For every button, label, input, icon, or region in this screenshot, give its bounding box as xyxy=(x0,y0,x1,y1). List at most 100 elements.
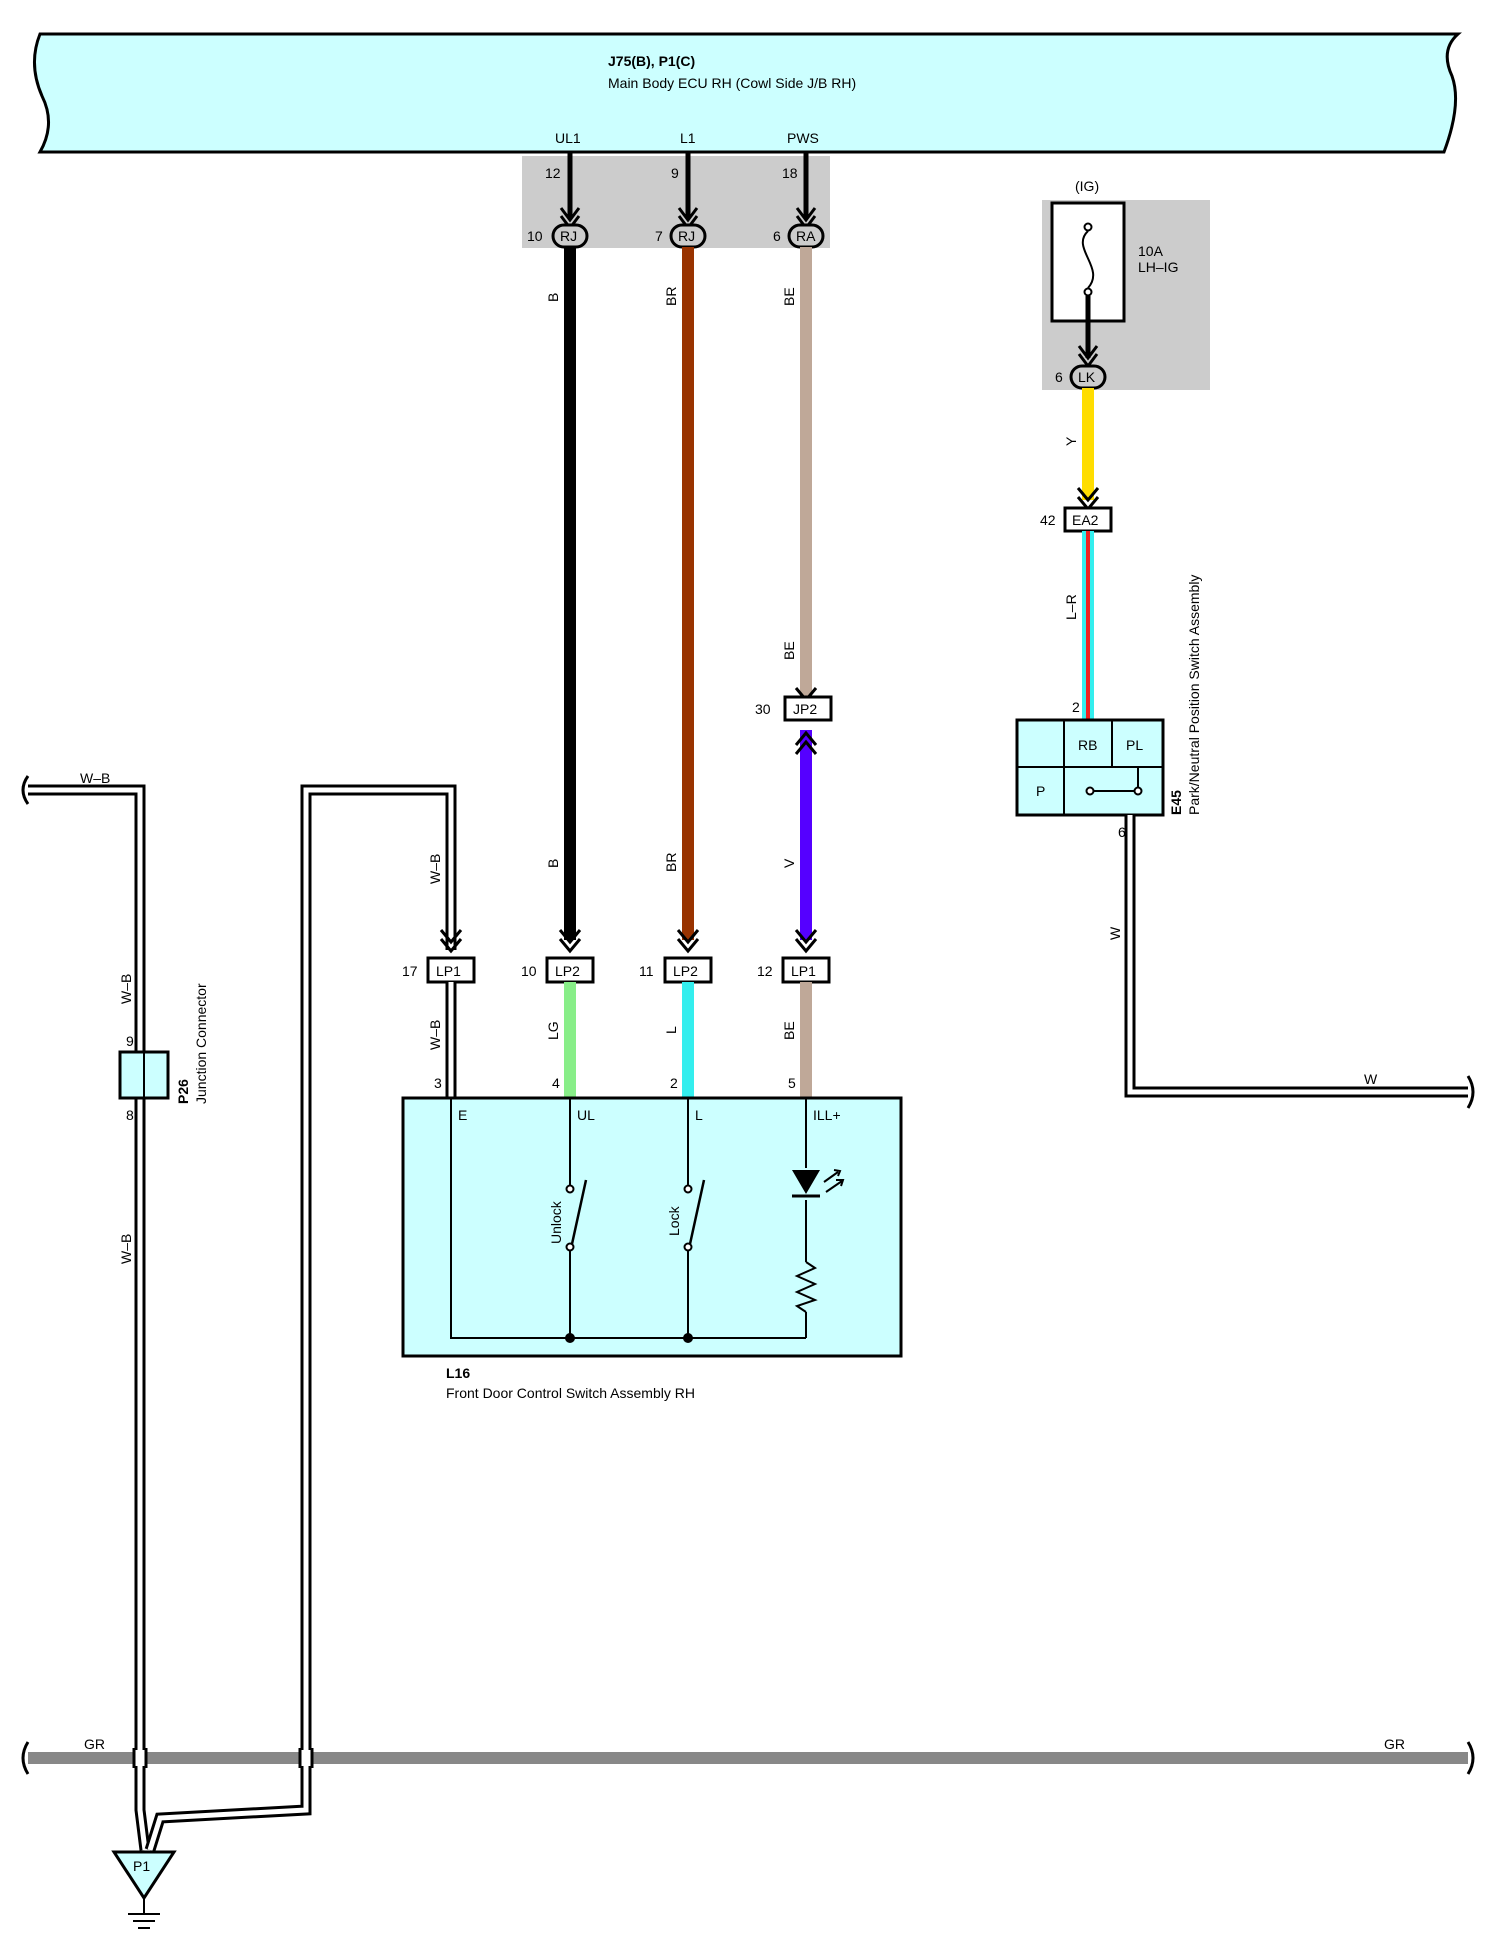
wire-label-be-bottom: BE xyxy=(781,1021,797,1040)
fuse-supply: (IG) xyxy=(1075,178,1099,194)
ground-triangle xyxy=(111,1850,177,1901)
ecu-pin-18: 18 xyxy=(782,165,798,181)
e45-code: E45 xyxy=(1168,790,1184,815)
wire-label-wb-below-lp1: W–B xyxy=(427,1020,443,1050)
l16-pin-5: 5 xyxy=(788,1075,796,1091)
connector-lp1-e-pin: 17 xyxy=(402,963,418,979)
wb-gr-crossing xyxy=(132,1748,314,1768)
connector-lp1-ill-name: LP1 xyxy=(791,963,816,979)
l16-name: Front Door Control Switch Assembly RH xyxy=(446,1385,695,1401)
ecu-code: J75(B), P1(C) xyxy=(608,53,695,69)
fuse-name: LH–IG xyxy=(1138,259,1178,275)
wire-label-gr-left: GR xyxy=(84,1736,105,1752)
break-right-w xyxy=(1466,1075,1475,1109)
wire-label-be-mid: BE xyxy=(781,641,797,660)
wire-label-wb-p26-top: W–B xyxy=(118,974,134,1004)
wire-wb-to-lp1 xyxy=(144,784,457,1852)
p26-pin-top: 9 xyxy=(126,1033,134,1049)
connector-ea2-name: EA2 xyxy=(1072,512,1099,528)
wire-label-l: L xyxy=(663,1026,679,1034)
connector-lp1-e-name: LP1 xyxy=(436,963,461,979)
wire-w xyxy=(1124,815,1468,1098)
connector-jp2-pin: 30 xyxy=(755,701,771,717)
connector-lk-name: LK xyxy=(1078,369,1096,385)
l16-label-ill: ILL+ xyxy=(813,1107,841,1123)
arrow-br-lp2 xyxy=(676,929,700,954)
l16-pin-3: 3 xyxy=(434,1075,442,1091)
wire-label-wb-p26-bottom: W–B xyxy=(118,1234,134,1264)
junction-dot-l xyxy=(683,1333,693,1343)
park-neutral-switch-e45: RB PL P 2 6 E45 Park/Neutral Position Sw… xyxy=(1015,575,1202,840)
unlock-switch-icon xyxy=(565,1179,588,1252)
lock-switch-icon xyxy=(683,1179,706,1252)
l16-label-e: E xyxy=(458,1107,467,1123)
wire-label-w-vertical: W xyxy=(1107,926,1123,940)
wire-label-lg: LG xyxy=(545,1021,561,1040)
wire-label-be-top: BE xyxy=(781,287,797,306)
fuse-lh-ig: (IG) 10A LH–IG xyxy=(1050,178,1178,369)
wire-label-y: Y xyxy=(1063,436,1079,446)
l16-pin-2: 2 xyxy=(670,1075,678,1091)
l16-label-l: L xyxy=(695,1107,703,1123)
fuse-rating: 10A xyxy=(1138,243,1164,259)
arrow-v-lp1 xyxy=(794,929,818,954)
connector-lp2-ul-pin: 10 xyxy=(521,963,537,979)
break-right-gr xyxy=(1466,1741,1475,1775)
e45-contact-icon xyxy=(1085,767,1143,796)
connector-lk-pin: 6 xyxy=(1055,369,1063,385)
l16-pin-4: 4 xyxy=(552,1075,560,1091)
resistor-icon xyxy=(794,1261,818,1313)
ground-p1: P1 xyxy=(111,1850,177,1929)
connector-lp2-l-name: LP2 xyxy=(673,963,698,979)
arrow-b-lp2 xyxy=(558,929,582,954)
wire-label-v: V xyxy=(781,858,797,868)
e45-cell-rb: RB xyxy=(1078,737,1097,753)
ground-name: P1 xyxy=(133,1858,150,1874)
ecu-body xyxy=(32,32,1462,154)
l16-code: L16 xyxy=(446,1365,470,1381)
connector-rj-l1-name: RJ xyxy=(678,228,695,244)
connector-rj-ul1-name: RJ xyxy=(560,228,577,244)
e45-pin-top: 2 xyxy=(1072,699,1080,715)
wire-wb-left xyxy=(28,784,151,1851)
p26-junction-connector: 9 8 P26 Junction Connector xyxy=(118,983,209,1123)
l16-label-ul: UL xyxy=(577,1107,595,1123)
fuse-icon xyxy=(1081,222,1095,297)
wire-label-wb-to-lp1: W–B xyxy=(427,854,443,884)
e45-pin-bottom: 6 xyxy=(1118,824,1126,840)
ecu-terminal-l1-label: L1 xyxy=(680,130,696,146)
ecu-terminal-ul1-label: UL1 xyxy=(555,130,581,146)
e45-name: Park/Neutral Position Switch Assembly xyxy=(1186,575,1202,815)
connector-lp2-ul-name: LP2 xyxy=(555,963,580,979)
break-left-wb xyxy=(21,775,30,805)
wire-label-b-bottom: B xyxy=(545,859,561,868)
wire-label-lr: L–R xyxy=(1063,594,1079,620)
p26-pin-bottom: 8 xyxy=(126,1107,134,1123)
break-left-gr xyxy=(21,1741,30,1775)
connector-ra-pws-pin: 6 xyxy=(773,228,781,244)
junction-dot-ul xyxy=(565,1333,575,1343)
connector-lp1-ill-pin: 12 xyxy=(757,963,773,979)
wire-label-wb-left-top: W–B xyxy=(80,770,110,786)
wire-label-w-horizontal: W xyxy=(1364,1071,1378,1087)
p26-code: P26 xyxy=(175,1079,191,1104)
ecu-pin-12: 12 xyxy=(545,165,561,181)
e45-cell-p: P xyxy=(1036,783,1045,799)
wire-label-gr-right: GR xyxy=(1384,1736,1405,1752)
wire-label-br-bottom: BR xyxy=(663,853,679,872)
ecu-name: Main Body ECU RH (Cowl Side J/B RH) xyxy=(608,75,856,91)
connector-rj-ul1-pin: 10 xyxy=(527,228,543,244)
connector-rj-l1-pin: 7 xyxy=(655,228,663,244)
connector-ra-pws-name: RA xyxy=(796,228,816,244)
connector-lp2-l-pin: 11 xyxy=(639,963,654,979)
led-icon xyxy=(792,1169,845,1198)
unlock-label: Unlock xyxy=(548,1200,564,1244)
switch-l16: 3 4 2 5 E UL L ILL+ Unlock Lock xyxy=(401,1075,903,1401)
l16-body xyxy=(401,1096,903,1358)
ecu-pin-9: 9 xyxy=(671,165,679,181)
wire-label-br-top: BR xyxy=(663,287,679,306)
main-body-ecu: J75(B), P1(C) Main Body ECU RH (Cowl Sid… xyxy=(32,32,1462,154)
wire-label-b-top: B xyxy=(545,293,561,302)
arrow-wb-lp1 xyxy=(439,929,463,954)
